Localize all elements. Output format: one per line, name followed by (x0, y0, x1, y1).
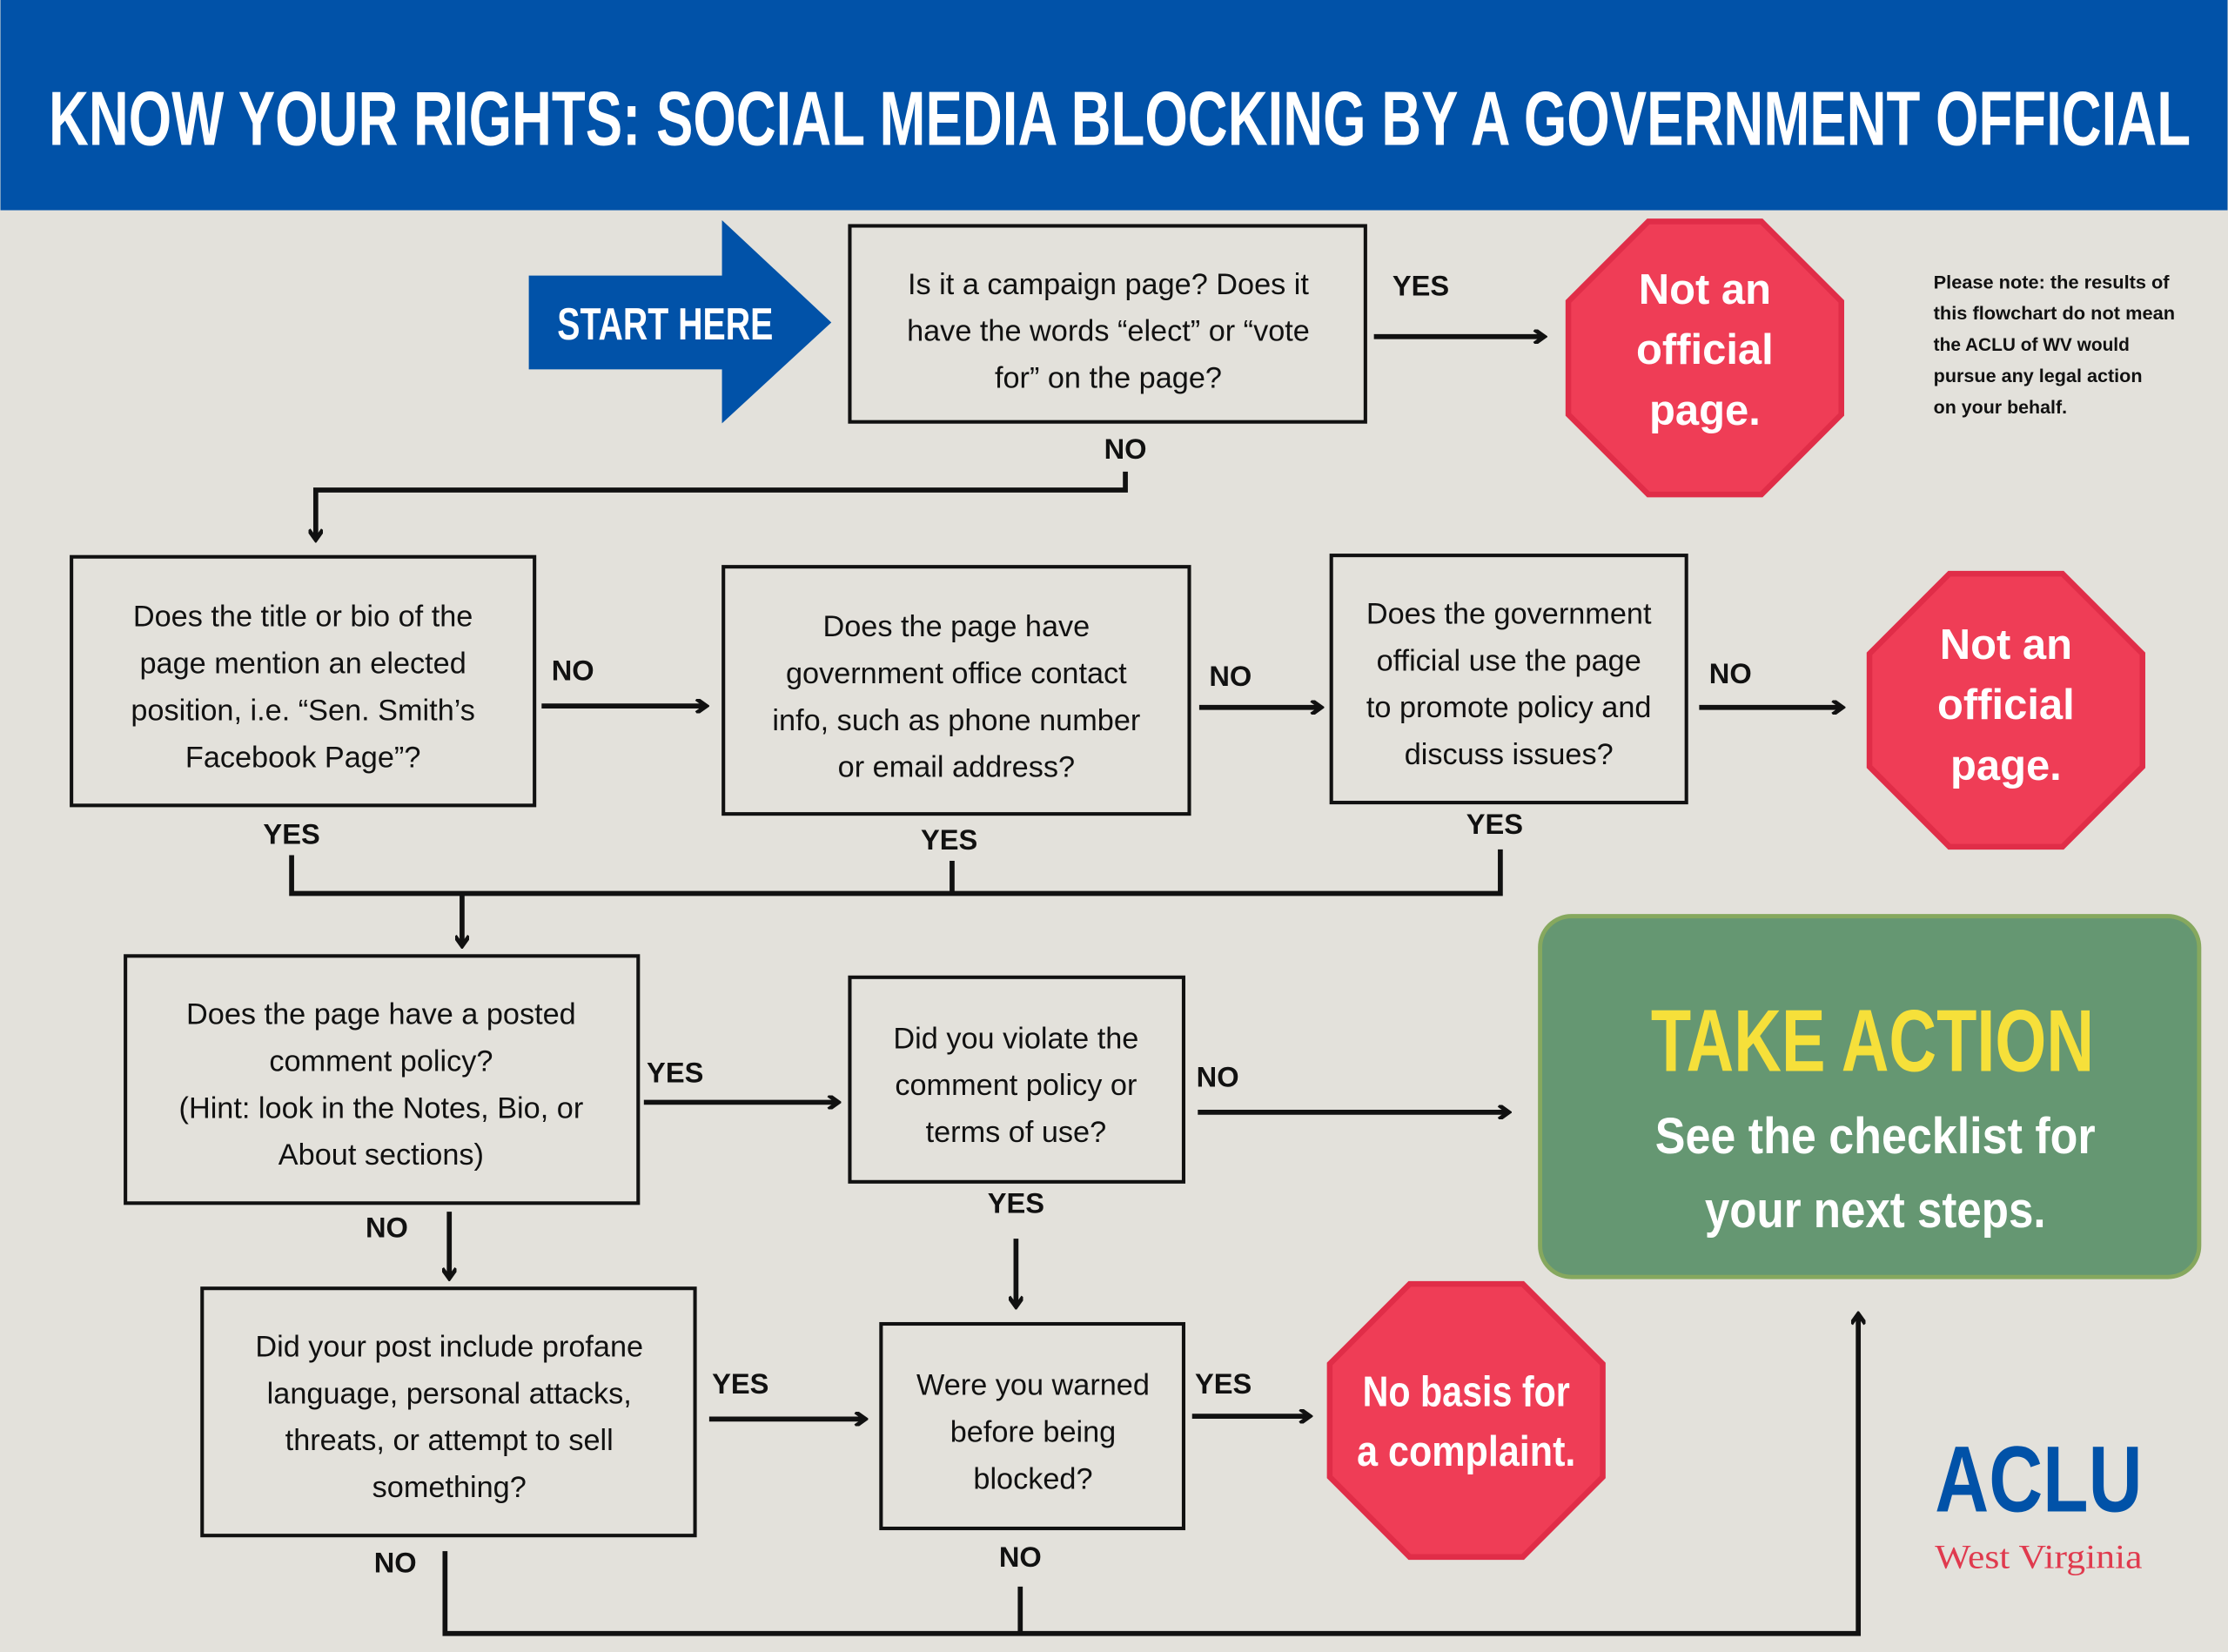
label-no: NO (1197, 1060, 1239, 1092)
question-warned-line: Were you warned (916, 1369, 1150, 1402)
question-box-profane (200, 1286, 697, 1538)
question-contact-info-line: Does the page have (822, 610, 1090, 643)
question-box-title-bio (70, 554, 537, 808)
aclu-logo: ACLU West Virginia (1935, 1426, 2142, 1575)
question-campaign-line: for” on the page? (995, 362, 1222, 395)
label-no: NO (1104, 433, 1147, 465)
take-action-box (1538, 914, 2202, 1279)
label-yes: YES (712, 1367, 768, 1400)
question-box-warned (879, 1321, 1186, 1531)
question-profane-line: threats, or attempt to sell (285, 1424, 614, 1457)
label-yes: YES (988, 1187, 1044, 1219)
question-contact-info-line: or email address? (838, 751, 1075, 784)
question-promote-policy-line: discuss issues? (1405, 738, 1614, 771)
question-comment-policy-line: About sections) (278, 1138, 484, 1172)
label-yes: YES (647, 1057, 703, 1089)
question-comment-policy-line: Does the page have a posted (186, 998, 576, 1031)
question-promote-policy-line: Does the government (1366, 597, 1652, 630)
question-contact-info-line: government office contact (786, 657, 1127, 690)
question-warned-line: before being (950, 1415, 1117, 1448)
question-campaign-line: Is it a campaign page? Does it (908, 268, 1309, 301)
stop-sign-no-basis (1326, 1280, 1606, 1561)
question-box-violate-policy (848, 975, 1186, 1184)
logo-subtitle: West Virginia (1935, 1539, 2142, 1576)
page-title: KNOW YOUR RIGHTS: SOCIAL MEDIA BLOCKING … (49, 75, 2191, 161)
note-line: pursue any legal action (1934, 366, 2143, 386)
label-yes: YES (263, 817, 319, 850)
label-no: NO (1709, 657, 1752, 689)
question-comment-policy-line: (Hint: look in the Notes, Bio, or (179, 1091, 584, 1125)
question-title-bio-line: Facebook Page”? (185, 741, 420, 774)
outcome-text: page. (1649, 387, 1761, 434)
outcome-text: official (1937, 682, 2075, 729)
question-box-campaign (848, 224, 1367, 424)
disclaimer-note: Please note: the results of this flowcha… (1934, 272, 2175, 418)
outcome-text: page. (1950, 742, 2062, 789)
start-arrow (528, 219, 832, 424)
question-violate-policy-line: Did you violate the (893, 1022, 1138, 1055)
take-action-title: TAKE ACTION (1651, 992, 2094, 1091)
stop-sign-not-official-1 (1565, 218, 1845, 498)
outcome-text: Not an (1940, 621, 2072, 668)
outcome-text: Not an (1639, 266, 1771, 313)
note-line: the ACLU of WV would (1934, 335, 2130, 355)
question-title-bio-line: position, i.e. “Sen. Smith’s (131, 694, 475, 727)
question-warned-line: blocked? (973, 1462, 1092, 1495)
question-profane-line: something? (372, 1471, 527, 1504)
question-title-bio-line: page mention an elected (139, 648, 466, 681)
question-box-contact-info (721, 565, 1191, 816)
question-violate-policy-line: terms of use? (926, 1116, 1107, 1149)
question-promote-policy-line: to promote policy and (1366, 691, 1652, 724)
question-campaign-line: have the words “elect” or “vote (907, 315, 1310, 348)
label-no: NO (999, 1541, 1042, 1573)
question-contact-info-line: info, such as phone number (772, 704, 1140, 737)
connectors (289, 337, 1858, 1636)
outcome-text: No basis for (1363, 1369, 1570, 1416)
question-profane-line: language, personal attacks, (267, 1377, 632, 1410)
question-violate-policy-line: comment policy or (895, 1069, 1137, 1102)
take-action-text: See the checklist for (1655, 1108, 2096, 1165)
logo-name: ACLU (1935, 1426, 2142, 1531)
note-line: on your behalf. (1934, 398, 2067, 418)
note-line: Please note: the results of (1934, 272, 2171, 292)
outcome-text: a complaint. (1357, 1428, 1575, 1475)
take-action-text: your next steps. (1705, 1182, 2046, 1239)
label-no: NO (1209, 660, 1252, 692)
label-yes: YES (1466, 808, 1523, 840)
question-promote-policy-line: official use the page (1377, 644, 1641, 677)
question-box-promote-policy (1329, 554, 1688, 805)
note-line: this flowchart do not mean (1934, 304, 2175, 324)
start-label: START HERE (557, 299, 773, 350)
label-no: NO (366, 1211, 408, 1243)
question-profane-line: Did your post include profane (255, 1331, 643, 1364)
question-comment-policy-line: comment policy? (269, 1045, 493, 1078)
label-no: NO (374, 1547, 417, 1579)
label-yes: YES (921, 823, 977, 856)
stop-sign-not-official-2 (1866, 570, 2145, 850)
label-yes: YES (1392, 269, 1449, 301)
question-box-comment-policy (124, 954, 641, 1205)
label-no: NO (552, 655, 594, 687)
label-yes: YES (1195, 1367, 1252, 1400)
outcome-text: official (1636, 326, 1774, 373)
header-bar (0, 0, 2228, 211)
question-title-bio-line: Does the title or bio of the (133, 601, 473, 634)
